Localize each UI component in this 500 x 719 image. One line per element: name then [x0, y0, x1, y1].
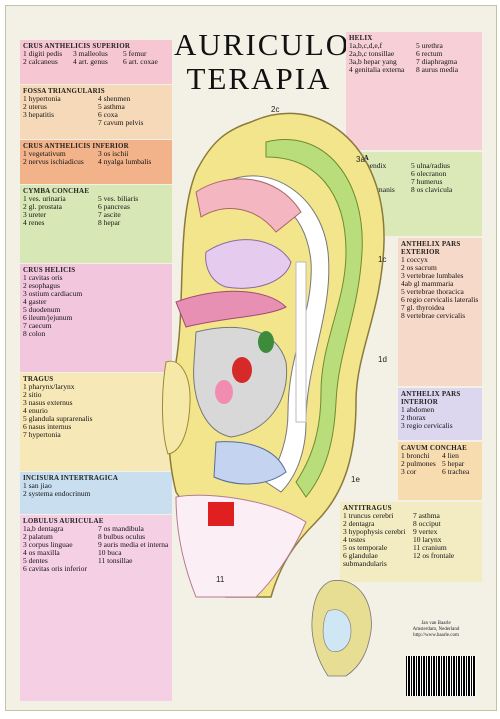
ear-diagram: 2c 3a 1c 1d 1e 11 — [162, 105, 387, 598]
ear-label-1c: 1c — [378, 255, 386, 264]
inset-ear-diagram — [311, 580, 372, 677]
footer: Jan van Baarle Amsterdam, Nederland http… — [412, 621, 460, 638]
ear-crus-helicis — [175, 290, 287, 328]
ear-cymba-conchae — [205, 239, 292, 289]
panel-lobulus-auriculae: LOBULUS AURICULAE 1a,b dentagra 2 palatu… — [20, 515, 172, 701]
ear-lung-marker — [215, 380, 233, 404]
ear-antitragus — [213, 441, 287, 485]
barcode — [406, 656, 476, 696]
panel-crus-helicis: CRUS HELICIS 1 cavitas oris 2 esophagus … — [20, 264, 172, 372]
ear-label-1e: 1e — [351, 475, 360, 484]
ear-fossa-triangularis — [195, 178, 302, 233]
ear-scapha — [265, 139, 363, 498]
ear-lobulus-red-zone — [208, 502, 234, 526]
poster: AURICULO TERAPIA CRUS ANTHELICIS SUPERIO… — [5, 5, 497, 711]
panel-anthelix-pars-interior: ANTHELIX PARS INTERIOR 1 abdomen 2 thora… — [398, 388, 482, 440]
ear-label-3a: 3a — [356, 155, 365, 164]
ear-spine-marker — [295, 261, 307, 423]
panel-antitragus: ANTITRAGUS 1 truncus cerebri 2 dentagra … — [340, 502, 482, 582]
panel-anthelix-pars-exterior: ANTHELIX PARS EXTERIOR 1 coccyx 2 os sac… — [398, 238, 482, 386]
ear-kidney-marker — [258, 331, 274, 353]
page-title: AURICULO TERAPIA — [174, 27, 351, 96]
ear-heart-marker — [232, 357, 252, 383]
ear-label-11: 11 — [216, 575, 225, 584]
ear-tragus — [162, 360, 191, 455]
ear-label-1d: 1d — [378, 355, 387, 364]
panel-tragus: TRAGUS 1 pharynx/larynx 2 sitio 3 nasus … — [20, 373, 172, 471]
ear-label-2c: 2c — [271, 105, 279, 114]
panel-incisura-intertragica: INCISURA INTERTRAGICA 1 san jiao 2 syste… — [20, 472, 172, 514]
